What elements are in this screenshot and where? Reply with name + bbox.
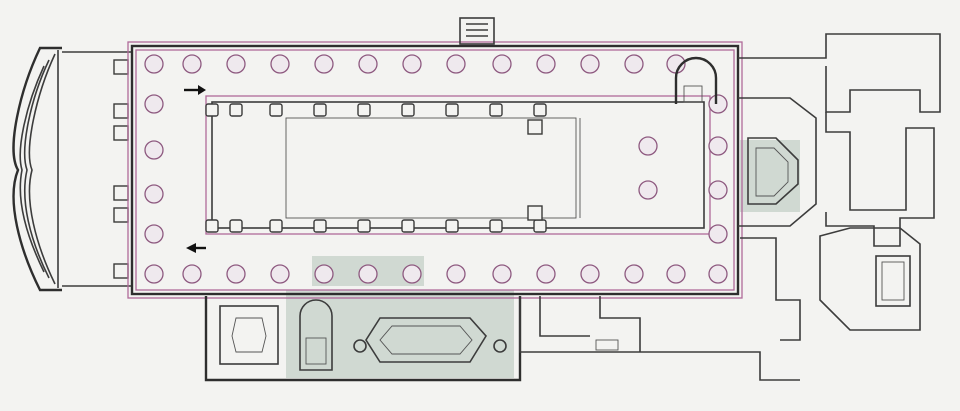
column-bottom: [492, 264, 512, 284]
column-top: [446, 54, 466, 74]
nave-pier-north: [489, 103, 503, 117]
left-portico: [12, 46, 132, 292]
column-west: [144, 224, 164, 244]
nave-pier-north: [533, 103, 547, 117]
column-west: [144, 94, 164, 114]
narthex-piers: [113, 59, 129, 279]
column-top: [358, 54, 378, 74]
column-west: [144, 140, 164, 160]
column-bottom: [314, 264, 334, 284]
nave-pier-south: [401, 219, 415, 233]
column-bottom: [580, 264, 600, 284]
nave-pier-south: [489, 219, 503, 233]
column-bottom: [624, 264, 644, 284]
column-top: [314, 54, 334, 74]
lower-chapels: [204, 296, 800, 382]
nave-pier-south: [533, 219, 547, 233]
column-east: [708, 94, 728, 114]
nave-pier-south: [229, 219, 243, 233]
nave-pier-north: [313, 103, 327, 117]
entrance-arrow-upper: [184, 85, 206, 95]
nave-pier-south: [313, 219, 327, 233]
column-bottom: [446, 264, 466, 284]
column-west: [144, 184, 164, 204]
column-east: [708, 224, 728, 244]
column-top: [144, 54, 164, 74]
column-top: [492, 54, 512, 74]
nave-pier-south: [205, 219, 219, 233]
right-annex: [738, 33, 941, 341]
column-top: [226, 54, 246, 74]
column-bottom: [226, 264, 246, 284]
column-top: [580, 54, 600, 74]
apse: [674, 56, 718, 104]
nave-pier-south: [445, 219, 459, 233]
nave-pier-north: [445, 103, 459, 117]
transept-columns: [527, 119, 728, 221]
column-bottom: [666, 264, 686, 284]
column-top: [536, 54, 556, 74]
nave-pier-north: [401, 103, 415, 117]
column-bottom: [708, 264, 728, 284]
nave-piers: [205, 103, 547, 233]
column-bottom: [182, 264, 202, 284]
nave-pier-north: [205, 103, 219, 117]
entrance-arrow-lower: [186, 243, 206, 253]
nave-pier-north: [357, 103, 371, 117]
column-bottom: [402, 264, 422, 284]
nave-pier-south: [357, 219, 371, 233]
column-top: [270, 54, 290, 74]
column-top: [624, 54, 644, 74]
column-top: [402, 54, 422, 74]
outer-walls: [127, 17, 743, 299]
column-bottom: [536, 264, 556, 284]
nave-pier-south: [269, 219, 283, 233]
nave-outline: [205, 95, 711, 235]
column-bottom: [270, 264, 290, 284]
column-top: [182, 54, 202, 74]
nave-pier-north: [269, 103, 283, 117]
nave-pier-north: [229, 103, 243, 117]
column-bottom: [144, 264, 164, 284]
shaded-chapel-region: [286, 140, 800, 378]
perimeter-columns: [144, 54, 728, 284]
column-bottom: [358, 264, 378, 284]
